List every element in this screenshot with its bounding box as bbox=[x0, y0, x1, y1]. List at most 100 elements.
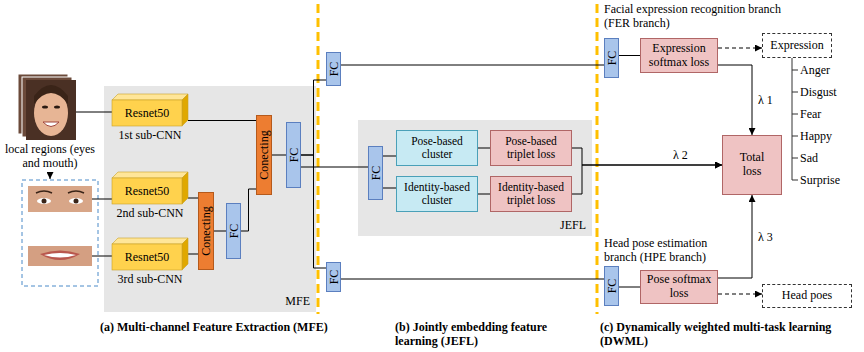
connector bbox=[341, 65, 604, 66]
weight-label: λ 2 bbox=[672, 148, 689, 162]
fc-layer: FC bbox=[368, 146, 383, 200]
region-backgrounds bbox=[104, 86, 592, 312]
loss-box: Pose-based triplet loss bbox=[490, 130, 572, 166]
connector bbox=[383, 156, 396, 157]
resnet-top-face bbox=[112, 238, 188, 244]
box-label: Expression bbox=[770, 39, 823, 53]
fc-layer: FC bbox=[604, 38, 619, 78]
resnet-top-face bbox=[112, 172, 188, 178]
connector bbox=[718, 48, 762, 49]
sub-network-label: 2nd sub-CNN bbox=[106, 206, 194, 221]
box-label: Expression softmax loss bbox=[644, 42, 714, 70]
fc-layer: FC bbox=[286, 122, 301, 188]
eyes-crop bbox=[28, 186, 92, 212]
connector bbox=[718, 195, 752, 278]
loss-box: Pose softmax loss bbox=[640, 270, 718, 304]
connector bbox=[301, 167, 368, 168]
block-label: Resnet50 bbox=[112, 100, 182, 126]
module-region: MFEResnet501st sub-CNNResnet502nd sub-CN… bbox=[104, 86, 316, 312]
box-label: Total loss bbox=[731, 151, 773, 179]
loss-box: Expression softmax loss bbox=[640, 38, 718, 73]
sub-network-label: 3rd sub-CNN bbox=[106, 272, 194, 287]
eye-white bbox=[37, 198, 51, 204]
layer-label: FC bbox=[288, 148, 300, 163]
panel-caption: (b) Jointly embedding feature learning (… bbox=[395, 320, 560, 348]
class-name: Fear bbox=[800, 107, 821, 121]
face-photo bbox=[26, 80, 76, 140]
resnet-block: Resnet502nd sub-CNN bbox=[112, 172, 188, 204]
connector bbox=[572, 148, 722, 165]
connector bbox=[188, 120, 256, 121]
panel-caption: (c) Dynamically weighted multi-task lear… bbox=[600, 320, 862, 348]
fc-layer: FC bbox=[226, 203, 241, 259]
cluster-box: Pose-based cluster bbox=[396, 130, 478, 166]
layer-label: FC bbox=[370, 166, 382, 181]
connector bbox=[619, 287, 640, 288]
region-label: JEFL bbox=[560, 218, 586, 233]
weight-label: λ 1 bbox=[757, 93, 774, 107]
output-box: Head poes bbox=[762, 284, 852, 308]
mouth-lips bbox=[40, 251, 80, 261]
region-background bbox=[358, 120, 592, 236]
box-label: Head poes bbox=[782, 289, 832, 303]
region-label: MFE bbox=[285, 294, 310, 309]
face-eye bbox=[54, 105, 60, 108]
input-wire bbox=[92, 256, 112, 257]
input-wire bbox=[76, 112, 112, 113]
resnet-block: Resnet503rd sub-CNN bbox=[112, 238, 188, 270]
mouth-crop bbox=[28, 246, 92, 266]
class-name: Surprise bbox=[800, 173, 840, 187]
connector bbox=[272, 155, 286, 156]
module-region: JEFL FC Pose-based clusterIdentity-based c… bbox=[358, 120, 592, 236]
layer-label: FC bbox=[606, 51, 618, 66]
connector bbox=[301, 80, 326, 155]
fc-layer: FC bbox=[326, 52, 341, 86]
box-label: Pose softmax loss bbox=[644, 273, 714, 301]
mouth-teeth bbox=[44, 253, 76, 258]
layer-label: Conecting bbox=[258, 130, 270, 179]
connector bbox=[619, 55, 640, 56]
layer-label: FC bbox=[328, 62, 340, 77]
class-name: Happy bbox=[800, 129, 832, 143]
connector bbox=[301, 155, 326, 268]
face-hair bbox=[34, 85, 68, 104]
eye-white bbox=[69, 198, 83, 204]
region-background bbox=[104, 86, 316, 312]
connector bbox=[214, 231, 226, 232]
panel-caption: (a) Multi-channel Feature Extraction (MF… bbox=[100, 320, 335, 334]
class-name: Disgust bbox=[800, 85, 837, 99]
connector bbox=[718, 65, 752, 135]
fc-layer: FC bbox=[326, 262, 341, 292]
connector bbox=[188, 198, 198, 199]
layer-label: FC bbox=[606, 279, 618, 294]
connector bbox=[572, 165, 722, 194]
connector bbox=[341, 279, 604, 280]
stage-divider bbox=[596, 4, 599, 314]
layer-label: FC bbox=[328, 270, 340, 285]
eye-iris bbox=[74, 199, 79, 204]
resnet-front-face bbox=[112, 100, 182, 126]
box-label: Identity-based cluster bbox=[400, 181, 474, 207]
resnet-side-face bbox=[182, 238, 188, 270]
leader-arrow bbox=[50, 172, 51, 179]
layer-label: FC bbox=[228, 224, 240, 239]
loss-box: Identity-based triplet loss bbox=[490, 176, 572, 212]
resnet-top-face bbox=[112, 94, 188, 100]
concat-layer: Conecting bbox=[256, 115, 272, 195]
input-wire bbox=[92, 199, 112, 200]
box-label: Pose-based cluster bbox=[400, 135, 474, 161]
branch-title: Facial expression recognition branch (FE… bbox=[604, 2, 784, 30]
total-loss-box: Total loss bbox=[722, 135, 782, 195]
layer-label: Conecting bbox=[200, 206, 212, 255]
class-name: Sad bbox=[800, 151, 818, 165]
eye-iris bbox=[42, 199, 47, 204]
weight-label: λ 3 bbox=[757, 230, 774, 244]
fc-layer: FC bbox=[604, 266, 619, 306]
output-box: Expression bbox=[762, 33, 832, 58]
resnet-front-face bbox=[112, 178, 182, 204]
resnet-side-face bbox=[182, 94, 188, 126]
block-label: Resnet50 bbox=[112, 244, 182, 270]
connector bbox=[241, 189, 256, 231]
annotation: local regions (eyes and mouth) bbox=[5, 142, 95, 170]
